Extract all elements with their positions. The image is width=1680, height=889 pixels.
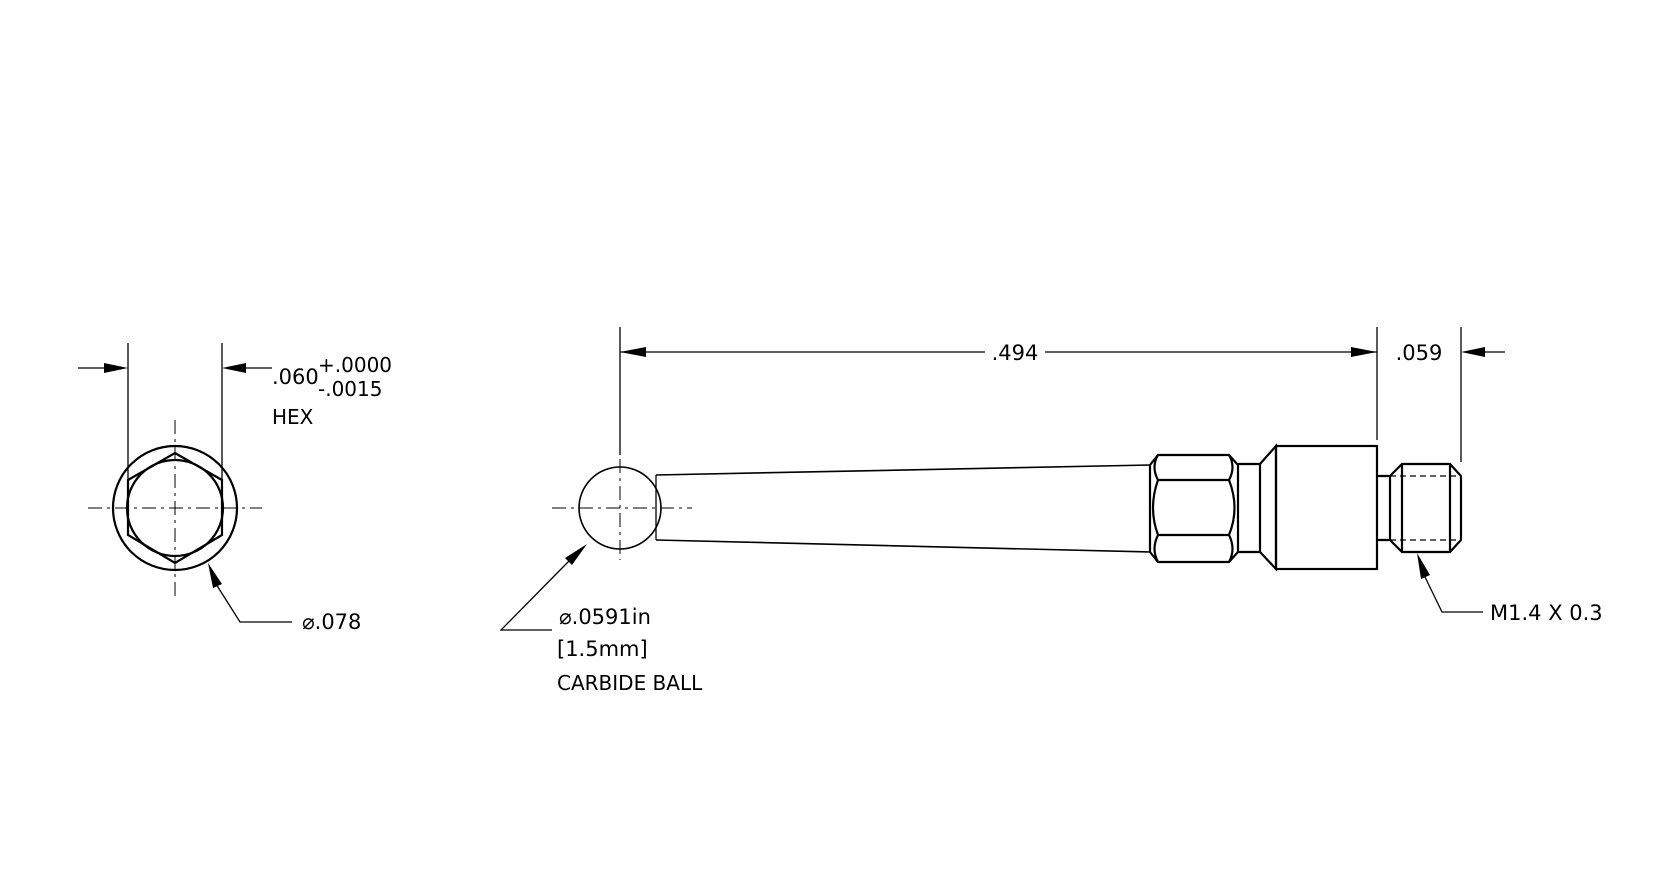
shaft-bottom-edge bbox=[655, 539, 1151, 553]
diameter-label: ⌀.078 bbox=[302, 610, 361, 634]
shaft-top-edge bbox=[655, 464, 1151, 476]
collar bbox=[1238, 443, 1278, 572]
thread-callout: M1.4 X 0.3 bbox=[1490, 601, 1603, 625]
tolerance-lower: -.0015 bbox=[318, 377, 382, 401]
arrow-head bbox=[1351, 347, 1377, 357]
arrow-head bbox=[104, 363, 128, 373]
leader-line bbox=[499, 560, 570, 631]
side-view: .494 .059 M1.4 X 0.3 ⌀.0591in [1.5mm] CA… bbox=[499, 327, 1603, 695]
hex-label: HEX bbox=[272, 405, 314, 429]
threaded-end bbox=[1377, 462, 1463, 554]
leader-line bbox=[215, 583, 292, 623]
hex-section bbox=[1148, 453, 1240, 564]
ball-diameter-in: ⌀.0591in bbox=[559, 605, 651, 629]
arrow-head bbox=[222, 363, 246, 373]
tolerance-upper: +.0000 bbox=[318, 353, 392, 377]
arrow-head bbox=[620, 347, 646, 357]
arrow-head bbox=[1417, 553, 1430, 579]
leader-line bbox=[1424, 576, 1483, 613]
end-view: .060 +.0000 -.0015 HEX ⌀.078 bbox=[78, 343, 392, 634]
arrow-head bbox=[1461, 347, 1485, 357]
thread-length-dimension: .059 bbox=[1396, 341, 1443, 365]
hex-dimension: .060 bbox=[272, 365, 319, 389]
arrow-head bbox=[565, 544, 587, 565]
overall-length-dimension: .494 bbox=[992, 341, 1039, 365]
ball-label: CARBIDE BALL bbox=[557, 671, 703, 695]
ball-diameter-mm: [1.5mm] bbox=[557, 637, 648, 661]
body-cylinder bbox=[1274, 444, 1379, 571]
arrow-head bbox=[208, 563, 222, 588]
